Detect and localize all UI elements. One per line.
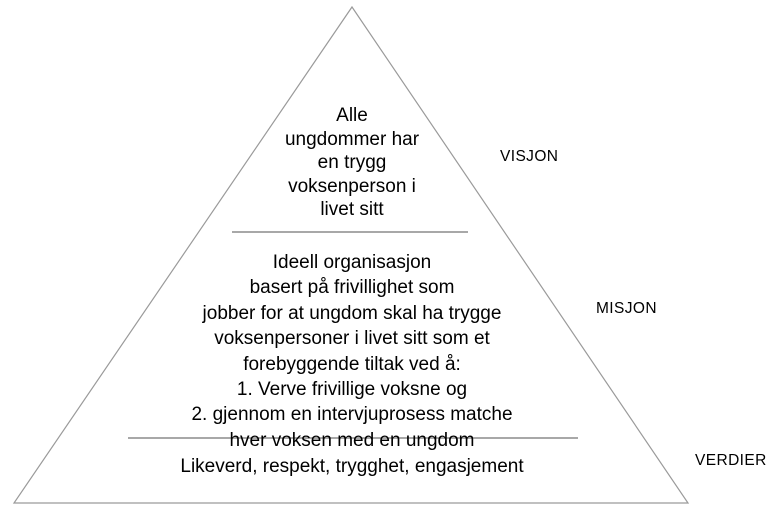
side-label-verdier: VERDIER [695, 452, 767, 469]
mission-line-4: voksenpersoner i livet sitt som et [214, 328, 490, 350]
mission-line-3: jobber for at ungdom skal ha trygge [202, 302, 502, 324]
vision-line-4: voksenperson i [288, 175, 416, 197]
values-line-1: Likeverd, respekt, trygghet, engasjement [180, 456, 524, 477]
side-label-visjon: VISJON [500, 148, 559, 165]
side-label-misjon: MISJON [596, 300, 657, 317]
mission-line-7: 2. gjennom en intervjuprosess matche [191, 404, 513, 426]
mission-tier-text: Ideell organisasjon basert på frivilligh… [0, 250, 704, 453]
vision-line-2: ungdommer har [284, 128, 420, 150]
values-tier-text: Likeverd, respekt, trygghet, engasjement [0, 455, 704, 478]
vision-line-5: livet sitt [320, 199, 384, 220]
mission-line-1: Ideell organisasjon [272, 252, 432, 273]
vision-line-3: en trygg [317, 152, 387, 173]
mission-line-6: 1. Verve frivillige voksne og [236, 379, 468, 401]
vision-line-1: Alle [336, 105, 368, 126]
pyramid-triangle-shape [12, 5, 690, 504]
mission-line-2: basert på frivillighet som [249, 277, 455, 299]
mission-line-8: hver voksen med en ungdom [229, 429, 475, 451]
vision-tier-text: Alle ungdommer har en trygg voksenperson… [0, 104, 704, 222]
mission-line-5: forebyggende tiltak ved å: [243, 353, 461, 375]
